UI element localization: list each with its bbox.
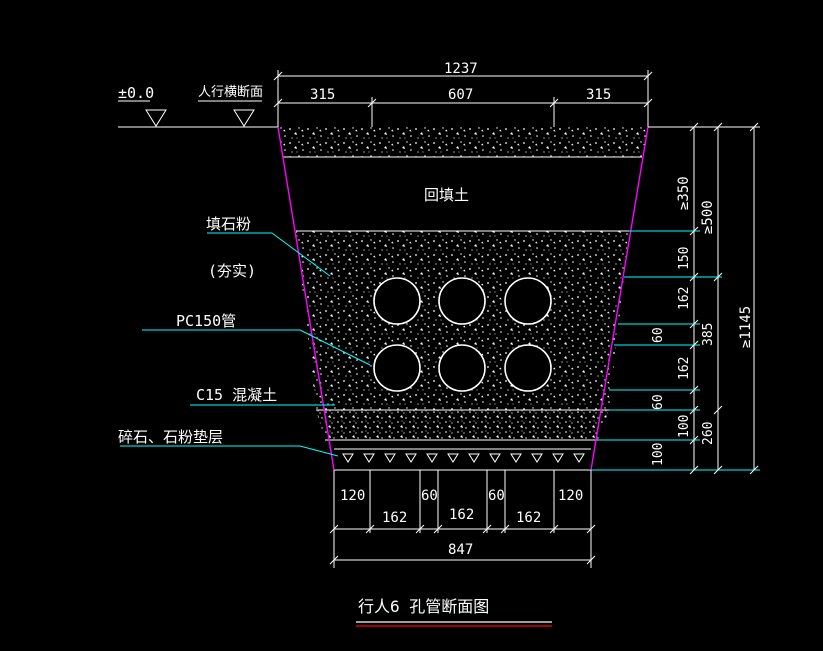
pipe-3 — [504, 277, 552, 325]
dim-100b: 100 — [651, 443, 666, 466]
bottom-dim-mid-pipe: 162 — [449, 507, 474, 523]
c15-concrete-layer — [316, 410, 609, 440]
concrete-label: C15 混凝土 — [196, 386, 277, 404]
dim-150: 150 — [677, 247, 692, 270]
sidewalk-section-label: 人行横断面 — [198, 85, 263, 100]
bottom-dim-gap2: 60 — [488, 488, 505, 504]
right-dimension-lines — [591, 122, 760, 475]
top-left-dim: 315 — [310, 87, 335, 103]
pipe-5 — [438, 344, 486, 392]
dim-ge500: ≥500 — [700, 200, 716, 234]
bottom-dim-left-pipe: 162 — [382, 510, 407, 526]
drawing-title: 行人6 孔管断面图 — [358, 597, 489, 616]
bottom-dimension-lines — [329, 470, 596, 568]
ground-level — [118, 100, 700, 128]
bottom-dim-left-edge: 120 — [340, 488, 365, 504]
bottom-dim-right-edge: 120 — [558, 488, 583, 504]
bottom-dim-right-pipe: 162 — [516, 510, 541, 526]
top-overall-dim: 1237 — [444, 61, 478, 77]
dim-260: 260 — [701, 422, 716, 445]
top-mid-dim: 607 — [448, 87, 473, 103]
dim-ge1145: ≥1145 — [738, 306, 754, 348]
pipe-2 — [438, 277, 486, 325]
compacted-label: (夯实) — [208, 262, 256, 280]
trench-wall-right — [590, 126, 649, 471]
dim-162a: 162 — [677, 287, 692, 310]
dim-100a: 100 — [677, 415, 692, 438]
cushion-label: 碎石、石粉垫层 — [118, 428, 223, 446]
pipe-4 — [373, 344, 421, 392]
pipe-6 — [504, 344, 552, 392]
pipe-label: PC150管 — [176, 312, 236, 330]
top-right-dim: 315 — [586, 87, 611, 103]
level-zero-label: ±0.0 — [118, 84, 154, 102]
bottom-dim-gap1: 60 — [421, 488, 438, 504]
top-dimension-lines — [273, 70, 653, 127]
level-triangle-sidewalk — [233, 109, 255, 127]
dim-162b: 162 — [677, 357, 692, 380]
dim-60a: 60 — [651, 327, 666, 343]
trench-section — [277, 126, 649, 471]
dim-60b: 60 — [651, 394, 666, 410]
dim-ge350: ≥350 — [676, 176, 692, 210]
left-leaders — [120, 232, 371, 457]
cushion-triangles — [342, 453, 585, 463]
pipe-1 — [373, 277, 421, 325]
pavement-layer — [279, 127, 648, 157]
bottom-dim-overall: 847 — [448, 542, 473, 558]
dim-385: 385 — [701, 323, 716, 346]
stone-powder-label: 填石粉 — [206, 215, 251, 233]
level-triangle-zero — [145, 109, 167, 127]
backfill-label: 回填土 — [424, 186, 469, 204]
trench-wall-left — [277, 126, 335, 471]
